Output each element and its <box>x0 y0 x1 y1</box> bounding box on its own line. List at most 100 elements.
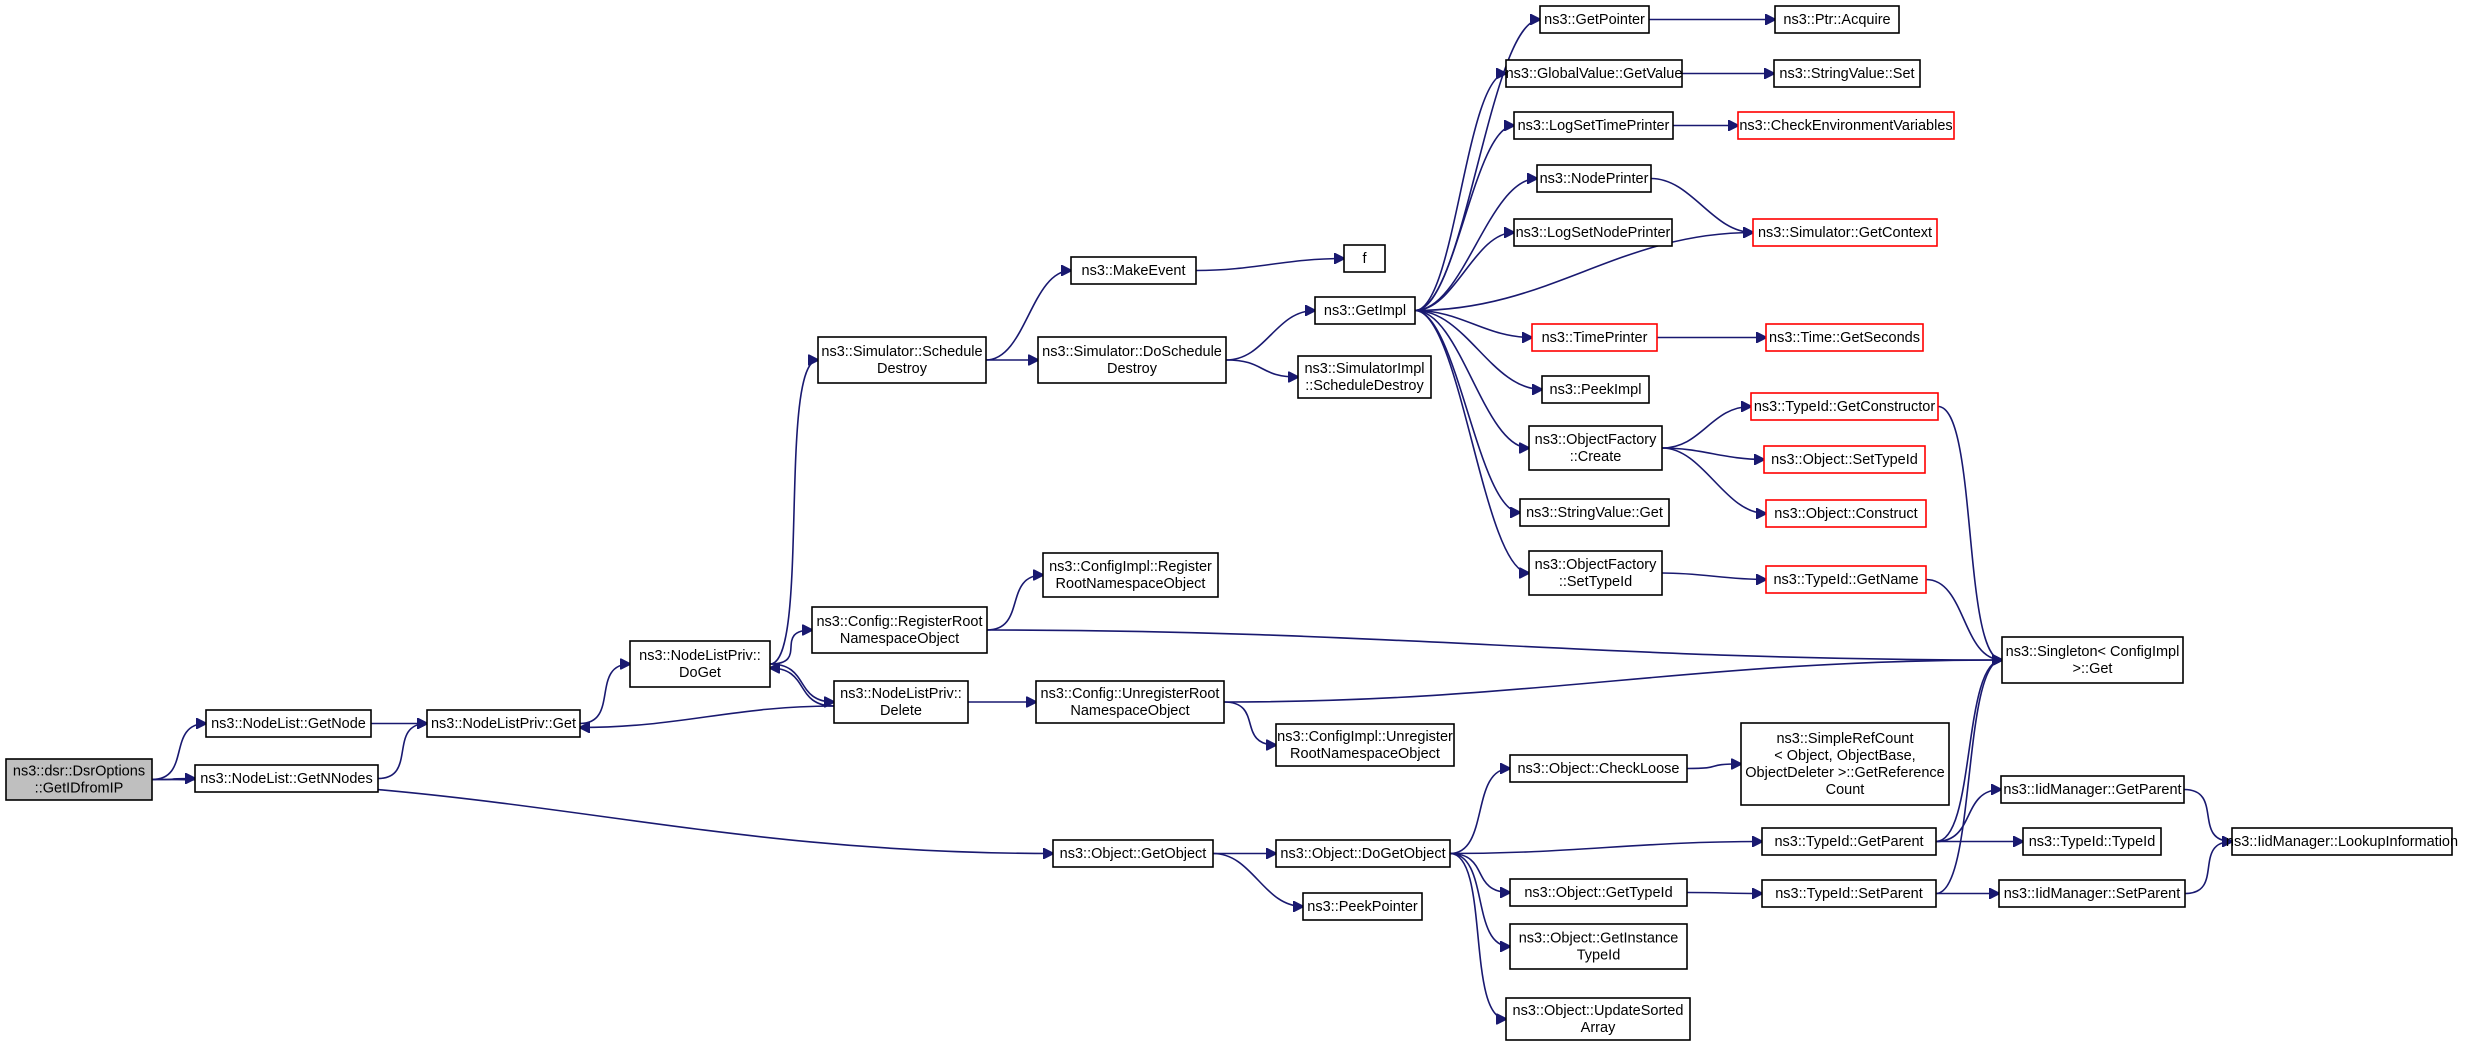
edge-getimpl-to-timeprinter <box>1414 309 1532 338</box>
node-typeid_getparent[interactable]: ns3::TypeId::GetParent <box>1761 827 1937 856</box>
node-label: ns3::Config::RegisterRoot <box>816 614 982 630</box>
node-label: ns3::ObjectFactory <box>1535 432 1657 448</box>
edge-nlp_doget-to-sim_schedule_destroy <box>769 360 818 665</box>
node-logsettimeprinter[interactable]: ns3::LogSetTimePrinter <box>1513 111 1674 140</box>
node-box <box>1765 565 1927 594</box>
node-simplerefcount[interactable]: ns3::SimpleRefCount< Object, ObjectBase,… <box>1740 722 1950 806</box>
node-box <box>1531 323 1658 352</box>
node-make_event[interactable]: ns3::MakeEvent <box>1070 256 1197 285</box>
node-nlp_get[interactable]: ns3::NodeListPriv::Get <box>426 709 581 738</box>
node-of_create[interactable]: ns3::ObjectFactory::Create <box>1528 425 1663 471</box>
node-box <box>1752 218 1938 247</box>
node-obj_settypeid[interactable]: ns3::Object::SetTypeId <box>1763 445 1926 474</box>
node-box <box>1998 879 2186 908</box>
node-label: ns3::TypeId::GetName <box>1773 572 1918 588</box>
node-typeid_typeid[interactable]: ns3::TypeId::TypeId <box>2022 827 2162 856</box>
node-label: NamespaceObject <box>840 631 959 647</box>
edge-iid_getparent-to-iid_lookup <box>2183 788 2232 842</box>
node-label: ns3::NodePrinter <box>1540 171 1649 187</box>
node-layer: ns3::dsr::DsrOptions::GetIDfromIP ns3::No… <box>5 5 2458 1041</box>
node-sim_schedule_destroy[interactable]: ns3::Simulator::ScheduleDestroy <box>817 336 987 384</box>
node-box <box>833 680 969 724</box>
node-obj_getobject[interactable]: ns3::Object::GetObject <box>1052 839 1214 868</box>
node-label: ns3::dsr::DsrOptions <box>13 764 145 780</box>
node-gv_getvalue[interactable]: ns3::GlobalValue::GetValue <box>1505 59 1683 88</box>
node-label: ns3::Simulator::DoSchedule <box>1042 344 1222 360</box>
node-label: ns3::IidManager::SetParent <box>2004 886 2181 902</box>
edge-sim_doschedule_destroy-to-getimpl <box>1225 311 1315 361</box>
edge-getimpl-to-sv_get <box>1414 309 1520 513</box>
node-typeid_getname[interactable]: ns3::TypeId::GetName <box>1765 565 1927 594</box>
edge-typeid_getconstructor-to-singleton_get <box>1937 405 2002 661</box>
node-cfgimpl_register[interactable]: ns3::ConfigImpl::RegisterRootNamespaceOb… <box>1042 552 1219 598</box>
node-cfg_unregister[interactable]: ns3::Config::UnregisterRootNamespaceObje… <box>1035 680 1225 724</box>
node-peekimpl[interactable]: ns3::PeekImpl <box>1541 375 1650 404</box>
node-getimpl[interactable]: ns3::GetImpl <box>1314 296 1416 325</box>
node-box <box>194 764 379 793</box>
node-timeprinter[interactable]: ns3::TimePrinter <box>1531 323 1658 352</box>
node-box <box>817 336 987 384</box>
node-obj_checkloose[interactable]: ns3::Object::CheckLoose <box>1509 754 1688 783</box>
node-iid_getparent[interactable]: ns3::IidManager::GetParent <box>2000 775 2185 804</box>
node-ptr_acquire[interactable]: ns3::Ptr::Acquire <box>1774 5 1900 34</box>
node-logsetnodeprinter[interactable]: ns3::LogSetNodePrinter <box>1513 218 1673 247</box>
node-obj_construct[interactable]: ns3::Object::Construct <box>1765 499 1927 528</box>
node-label: < Object, ObjectBase, <box>1774 748 1915 764</box>
node-singleton_get[interactable]: ns3::Singleton< ConfigImpl >::Get <box>2001 636 2184 684</box>
node-typeid_setparent[interactable]: ns3::TypeId::SetParent <box>1761 879 1937 908</box>
node-box <box>1513 218 1673 247</box>
node-getpointer[interactable]: ns3::GetPointer <box>1539 5 1650 34</box>
node-box <box>1505 997 1691 1041</box>
node-nlp_doget[interactable]: ns3::NodeListPriv::DoGet <box>629 640 771 688</box>
node-nodeprinter[interactable]: ns3::NodePrinter <box>1536 164 1652 193</box>
node-box <box>1539 5 1650 34</box>
edge-obj_gettypeid-to-typeid_setparent <box>1686 893 1762 894</box>
node-label: ns3::NodeList::GetNNodes <box>200 771 372 787</box>
node-box <box>1275 723 1455 767</box>
node-label: ns3::GetPointer <box>1544 12 1645 28</box>
node-of_settypeid[interactable]: ns3::ObjectFactory::SetTypeId <box>1528 550 1663 596</box>
node-iid_setparent[interactable]: ns3::IidManager::SetParent <box>1998 879 2186 908</box>
node-box <box>1314 296 1416 325</box>
node-f[interactable]: f <box>1343 244 1386 273</box>
node-label: Destroy <box>877 361 928 377</box>
edge-obj_dogetobject-to-obj_gettypeid <box>1449 852 1510 893</box>
node-sv_get[interactable]: ns3::StringValue::Get <box>1519 498 1670 527</box>
node-obj_gettypeid[interactable]: ns3::Object::GetTypeId <box>1509 878 1688 907</box>
node-label: ns3::Object::CheckLoose <box>1517 761 1679 777</box>
node-nlp_delete[interactable]: ns3::NodeListPriv::Delete <box>833 680 969 724</box>
node-label: ::GetIDfromIP <box>35 781 124 797</box>
edge-typeid_getparent-to-singleton_get <box>1935 660 2002 843</box>
node-nl_getnnodes[interactable]: ns3::NodeList::GetNNodes <box>194 764 379 793</box>
node-sv_set[interactable]: ns3::StringValue::Set <box>1773 59 1921 88</box>
node-nl_getnode[interactable]: ns3::NodeList::GetNode <box>205 709 372 738</box>
node-obj_dogetobject[interactable]: ns3::Object::DoGetObject <box>1275 839 1451 868</box>
edge-nlp_get-to-nlp_doget <box>579 664 630 725</box>
node-label: ns3::TypeId::SetParent <box>1775 886 1923 902</box>
node-root[interactable]: ns3::dsr::DsrOptions::GetIDfromIP <box>5 758 153 801</box>
edge-getimpl-to-peekimpl <box>1414 309 1542 390</box>
node-checkenv[interactable]: ns3::CheckEnvironmentVariables <box>1737 111 1955 140</box>
node-label: RootNamespaceObject <box>1290 746 1440 762</box>
node-box <box>2000 775 2185 804</box>
node-box <box>205 709 372 738</box>
node-typeid_getconstructor[interactable]: ns3::TypeId::GetConstructor <box>1750 392 1939 421</box>
node-label: ns3::MakeEvent <box>1082 263 1186 279</box>
edge-nlp_doget-to-cfg_register <box>769 630 812 665</box>
edge-obj_dogetobject-to-obj_checkloose <box>1449 769 1510 855</box>
node-time_getseconds[interactable]: ns3::Time::GetSeconds <box>1765 323 1924 352</box>
node-sim_getcontext[interactable]: ns3::Simulator::GetContext <box>1752 218 1938 247</box>
node-cfgimpl_unregister[interactable]: ns3::ConfigImpl::UnregisterRootNamespace… <box>1275 723 1455 767</box>
node-peekpointer[interactable]: ns3::PeekPointer <box>1302 892 1423 921</box>
node-simimpl_sched[interactable]: ns3::SimulatorImpl::ScheduleDestroy <box>1297 355 1432 399</box>
node-iid_lookup[interactable]: ns3::IidManager::LookupInformation <box>2226 827 2458 856</box>
edge-of_create-to-obj_settypeid <box>1661 447 1764 460</box>
node-label: ns3::SimulatorImpl <box>1304 361 1424 377</box>
edge-obj_dogetobject-to-obj_updatesorted <box>1449 852 1506 1020</box>
node-box <box>1541 375 1650 404</box>
node-box <box>1750 392 1939 421</box>
